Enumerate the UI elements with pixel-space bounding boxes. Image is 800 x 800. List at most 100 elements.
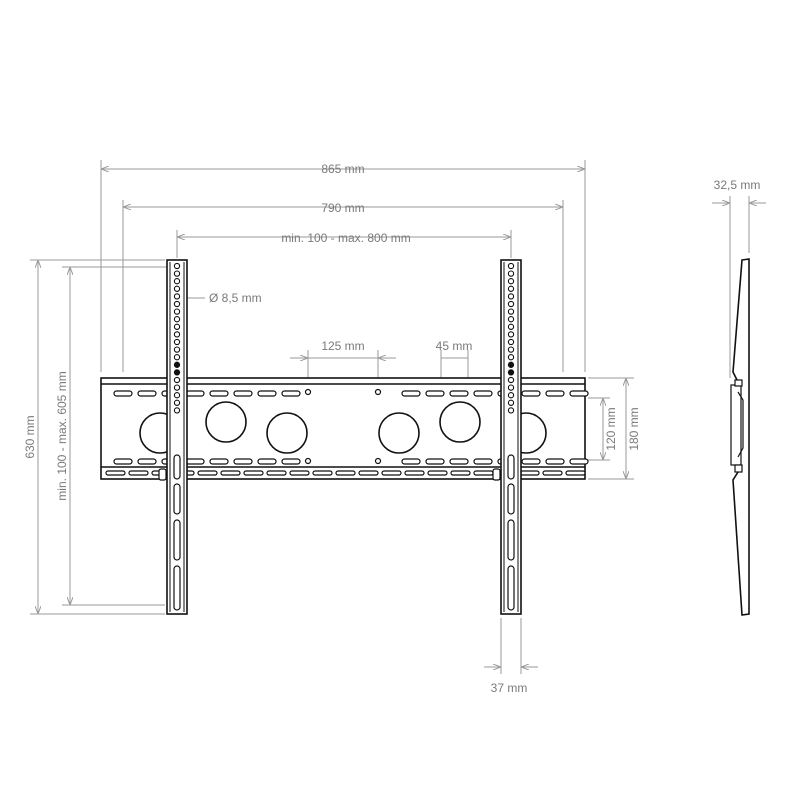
arm-hole (507, 384, 515, 391)
mounting-slot (113, 390, 133, 397)
overall-width-label: 865 mm (321, 162, 364, 176)
arm-hole (507, 323, 515, 330)
mounting-slot (137, 458, 157, 465)
mounting-slot (545, 458, 565, 465)
mounting-slot (185, 390, 205, 397)
rail-slot (427, 470, 448, 476)
mounting-slot (401, 390, 421, 397)
mounting-slot (521, 458, 541, 465)
mounting-slot (569, 458, 589, 465)
arm-body (500, 259, 522, 615)
circular-cutout (205, 401, 247, 443)
arm-hole (173, 407, 181, 414)
circular-cutout (378, 412, 420, 454)
mounting-slot (185, 458, 205, 465)
rail-slot (312, 470, 333, 476)
mounting-slot (425, 390, 445, 397)
arm-slot (173, 483, 181, 515)
mounting-slot (521, 390, 541, 397)
arm-hole (507, 376, 515, 384)
arm-hole (173, 361, 181, 368)
plate-height-label: 180 mm (627, 407, 641, 450)
arm-hole (507, 361, 515, 368)
inner-height-label: 120 mm (604, 407, 618, 450)
mounting-slot (545, 390, 565, 397)
rail-slot (335, 470, 356, 476)
arm-hole (173, 369, 181, 376)
arm-hole (173, 285, 181, 292)
hole-spacing-label: 125 mm (321, 339, 364, 353)
arm-hole (173, 293, 181, 300)
arm-hole (173, 331, 181, 338)
arm-clip (158, 468, 167, 481)
arm-hole (507, 270, 515, 277)
arm-hole (173, 316, 181, 323)
mounting-slot (569, 390, 589, 397)
arm-slot (507, 565, 515, 611)
arm-hole (507, 308, 515, 315)
arm-hole (507, 285, 515, 292)
mounting-slot (425, 458, 445, 465)
hole-diameter-label: Ø 8,5 mm (209, 291, 262, 305)
arm-width-label: 37 mm (491, 681, 528, 695)
arm-hole (173, 376, 181, 384)
rail-slot (519, 470, 540, 476)
arm-hole (173, 338, 181, 346)
right-arm (492, 259, 522, 615)
rail-slot (289, 470, 310, 476)
arm-hole (173, 270, 181, 277)
screw-hole (304, 388, 312, 396)
arm-slot (507, 519, 515, 561)
arm-hole (507, 407, 515, 414)
rail-slot (473, 470, 494, 476)
screw-hole (374, 457, 382, 465)
slot-pitch-label: 45 mm (436, 339, 473, 353)
overall-height-label: 630 mm (23, 415, 37, 458)
arm-hole (173, 300, 181, 308)
arm-hole (507, 316, 515, 323)
arm-clip (492, 468, 501, 481)
plate-slot-width-label: 790 mm (321, 201, 364, 215)
rail-slot (220, 470, 241, 476)
mounting-slot (257, 390, 277, 397)
arm-spacing-label: min. 100 - max. 800 mm (281, 231, 410, 245)
side-view (730, 258, 750, 616)
arm-hole (507, 346, 515, 353)
rail-slot (404, 470, 425, 476)
arm-hole (507, 278, 515, 285)
rail-slot (381, 470, 402, 476)
mounting-slot (233, 390, 253, 397)
arm-hole (173, 262, 181, 270)
rail-slot (243, 470, 264, 476)
arm-hole (173, 278, 181, 285)
mounting-slot (209, 458, 229, 465)
arm-hole (507, 262, 515, 270)
circular-cutout (266, 412, 308, 454)
arm-hole (507, 369, 515, 376)
arm-hole-range-label: min. 100 - max. 605 mm (55, 371, 69, 500)
arm-slot (507, 483, 515, 515)
circular-cutout (439, 401, 481, 443)
arm-hole (173, 399, 181, 406)
mounting-slot (257, 458, 277, 465)
arm-body (166, 259, 188, 615)
arm-hole (507, 338, 515, 346)
rail-slot (542, 470, 563, 476)
rail-slot (266, 470, 287, 476)
arm-hole (507, 293, 515, 300)
arm-slot (173, 565, 181, 611)
arm-hole (507, 354, 515, 361)
mounting-slot (401, 458, 421, 465)
mounting-slot (281, 390, 301, 397)
arm-hole (507, 392, 515, 399)
rail-slot (197, 470, 218, 476)
mounting-slot (281, 458, 301, 465)
arm-hole (507, 399, 515, 406)
arm-hole (173, 346, 181, 353)
screw-hole (304, 457, 312, 465)
rail-slot (450, 470, 471, 476)
mounting-slot (113, 458, 133, 465)
arm-slot (173, 519, 181, 561)
